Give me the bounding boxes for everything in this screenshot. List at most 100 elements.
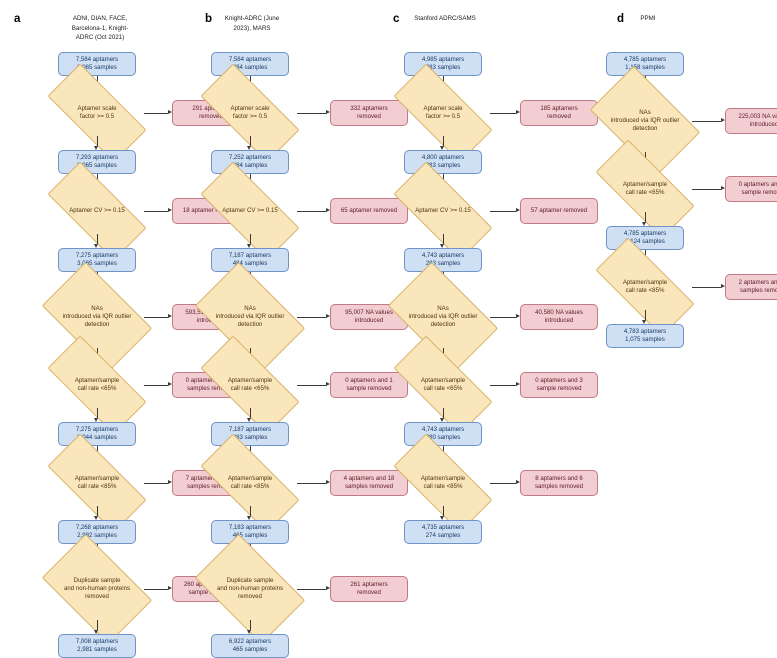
- connector-horizontal: [692, 287, 721, 288]
- decision-node: Aptamer scale factor >= 0.5: [393, 63, 493, 163]
- removed-box: 0 aptamers and 3 sample removed: [520, 372, 598, 398]
- decision-node: Aptamer CV >= 0.15: [47, 161, 147, 261]
- removed-box-label: 225,003 NA values introduced: [738, 112, 777, 128]
- removed-box: 0 aptamers and 1 sample removed: [330, 372, 408, 398]
- decision-node: Aptamer scale factor >= 0.5: [200, 63, 300, 163]
- removed-box-label: 185 aptamers removed: [540, 104, 578, 120]
- connector-horizontal: [144, 211, 168, 212]
- decision-label: Aptamer CV >= 0.15: [69, 206, 125, 214]
- connector-horizontal: [297, 113, 326, 114]
- arrow-head-right: [720, 284, 725, 289]
- connector-vertical: [250, 620, 251, 630]
- stage-box-label: 7,008 aptamers 2,981 samples: [75, 637, 119, 653]
- connector-vertical: [250, 506, 251, 516]
- panel-letter-b: b: [205, 13, 213, 25]
- connector-vertical: [250, 408, 251, 418]
- connector-horizontal: [297, 385, 326, 386]
- decision-label: Aptamer/sample call rate <65%: [420, 376, 466, 392]
- decision-label: NAs introduced via IQR outlier detection: [610, 108, 680, 133]
- panel-title-d: PPMI: [640, 15, 656, 22]
- arrow-head-right: [720, 118, 725, 123]
- decision-node: Aptamer/sample call rate <65%: [393, 335, 493, 435]
- removed-box-label: 0 aptamers and 3 sample removed: [535, 376, 583, 392]
- arrow-head-right: [515, 314, 520, 319]
- removed-box: 185 aptamers removed: [520, 100, 598, 126]
- decision-label: Duplicate sample and non-human proteins …: [63, 576, 131, 601]
- decision-node: Aptamer/sample call rate <65%: [595, 139, 695, 239]
- decision-label: NAs introduced via IQR outlier detection: [408, 304, 478, 329]
- stage-box: 4,783 aptamers 1,075 samples: [606, 324, 684, 348]
- connector-horizontal: [144, 113, 168, 114]
- decision-node: Aptamer CV >= 0.15: [393, 161, 493, 261]
- decision-label: Aptamer/sample call rate <65%: [622, 180, 668, 196]
- arrow-head-right: [167, 586, 172, 591]
- removed-box-label: 65 aptamer removed: [340, 206, 398, 214]
- arrow-head-down: [94, 145, 99, 150]
- connector-horizontal: [297, 589, 326, 590]
- decision-label: Aptamer/sample call rate <85%: [420, 474, 466, 490]
- connector-horizontal: [692, 189, 721, 190]
- arrow-head-right: [325, 382, 330, 387]
- connector-horizontal: [297, 483, 326, 484]
- stage-box: 7,183 aptamers 465 samples: [211, 520, 289, 544]
- decision-node: Duplicate sample and non-human proteins …: [41, 533, 153, 645]
- removed-box: 261 aptamers removed: [330, 576, 408, 602]
- arrow-head-right: [167, 382, 172, 387]
- stage-box: 4,743 aptamers 283 samples: [404, 248, 482, 272]
- decision-node: Aptamer/sample call rate <85%: [200, 433, 300, 533]
- removed-box: 65 aptamer removed: [330, 198, 408, 224]
- arrow-head-down: [440, 417, 445, 422]
- connector-horizontal: [144, 483, 168, 484]
- panel-letter-a: a: [14, 13, 21, 25]
- removed-box-label: 95,007 NA values introduced: [345, 308, 393, 324]
- connector-horizontal: [490, 113, 516, 114]
- stage-box: 7,275 aptamers 3,065 samples: [58, 248, 136, 272]
- connector-horizontal: [692, 121, 721, 122]
- connector-vertical: [250, 136, 251, 146]
- removed-box: 57 aptamer removed: [520, 198, 598, 224]
- connector-vertical: [443, 136, 444, 146]
- arrow-head-right: [515, 480, 520, 485]
- arrow-head-down: [247, 515, 252, 520]
- arrow-head-down: [94, 629, 99, 634]
- decision-node: Aptamer/sample call rate <85%: [595, 237, 695, 337]
- connector-horizontal: [144, 385, 168, 386]
- arrow-head-right: [515, 208, 520, 213]
- connector-horizontal: [297, 317, 326, 318]
- connector-vertical: [443, 408, 444, 418]
- decision-label: Aptamer scale factor >= 0.5: [423, 104, 463, 120]
- arrow-head-right: [325, 586, 330, 591]
- arrow-head-right: [325, 110, 330, 115]
- arrow-head-down: [642, 221, 647, 226]
- panel-letter-d: d: [617, 13, 625, 25]
- decision-node: NAs introduced via IQR outlier detection: [194, 261, 306, 373]
- connector-vertical: [97, 136, 98, 146]
- removed-box-label: 8 aptamers and 6 samples removed: [534, 474, 584, 490]
- connector-horizontal: [490, 211, 516, 212]
- connector-vertical: [97, 234, 98, 244]
- decision-node: Aptamer CV >= 0.15: [200, 161, 300, 261]
- stage-box: 6,922 aptamers 465 samples: [211, 634, 289, 658]
- connector-horizontal: [297, 211, 326, 212]
- removed-box-label: 0 aptamers and 23 sample removed: [738, 180, 777, 196]
- panel-title-a: ADNI, DIAN, FACE, Barcelona-1, Knight- A…: [71, 15, 129, 41]
- arrow-head-down: [247, 243, 252, 248]
- decision-node: NAs introduced via IQR outlier detection: [589, 65, 701, 177]
- panel-letter-c: c: [393, 13, 400, 25]
- removed-box-label: 40,580 NA values introduced: [535, 308, 583, 324]
- decision-node: Aptamer/sample call rate <65%: [47, 335, 147, 435]
- arrow-head-right: [325, 208, 330, 213]
- panel-title-b: Knight-ADRC (June 2023), MARS: [224, 15, 280, 32]
- decision-node: Aptamer scale factor >= 0.5: [47, 63, 147, 163]
- arrow-head-right: [325, 480, 330, 485]
- connector-vertical: [443, 234, 444, 244]
- arrow-head-down: [440, 145, 445, 150]
- stage-box: 4,785 aptamers 1,158 samples: [606, 52, 684, 76]
- removed-box: 332 aptamers removed: [330, 100, 408, 126]
- decision-node: Duplicate sample and non-human proteins …: [194, 533, 306, 645]
- decision-label: Aptamer/sample call rate <85%: [622, 278, 668, 294]
- removed-box: 0 aptamers and 23 sample removed: [725, 176, 777, 202]
- connector-vertical: [97, 620, 98, 630]
- decision-label: NAs introduced via IQR outlier detection: [62, 304, 132, 329]
- panel-title-c: Stanford ADRC/SAMS: [414, 15, 476, 22]
